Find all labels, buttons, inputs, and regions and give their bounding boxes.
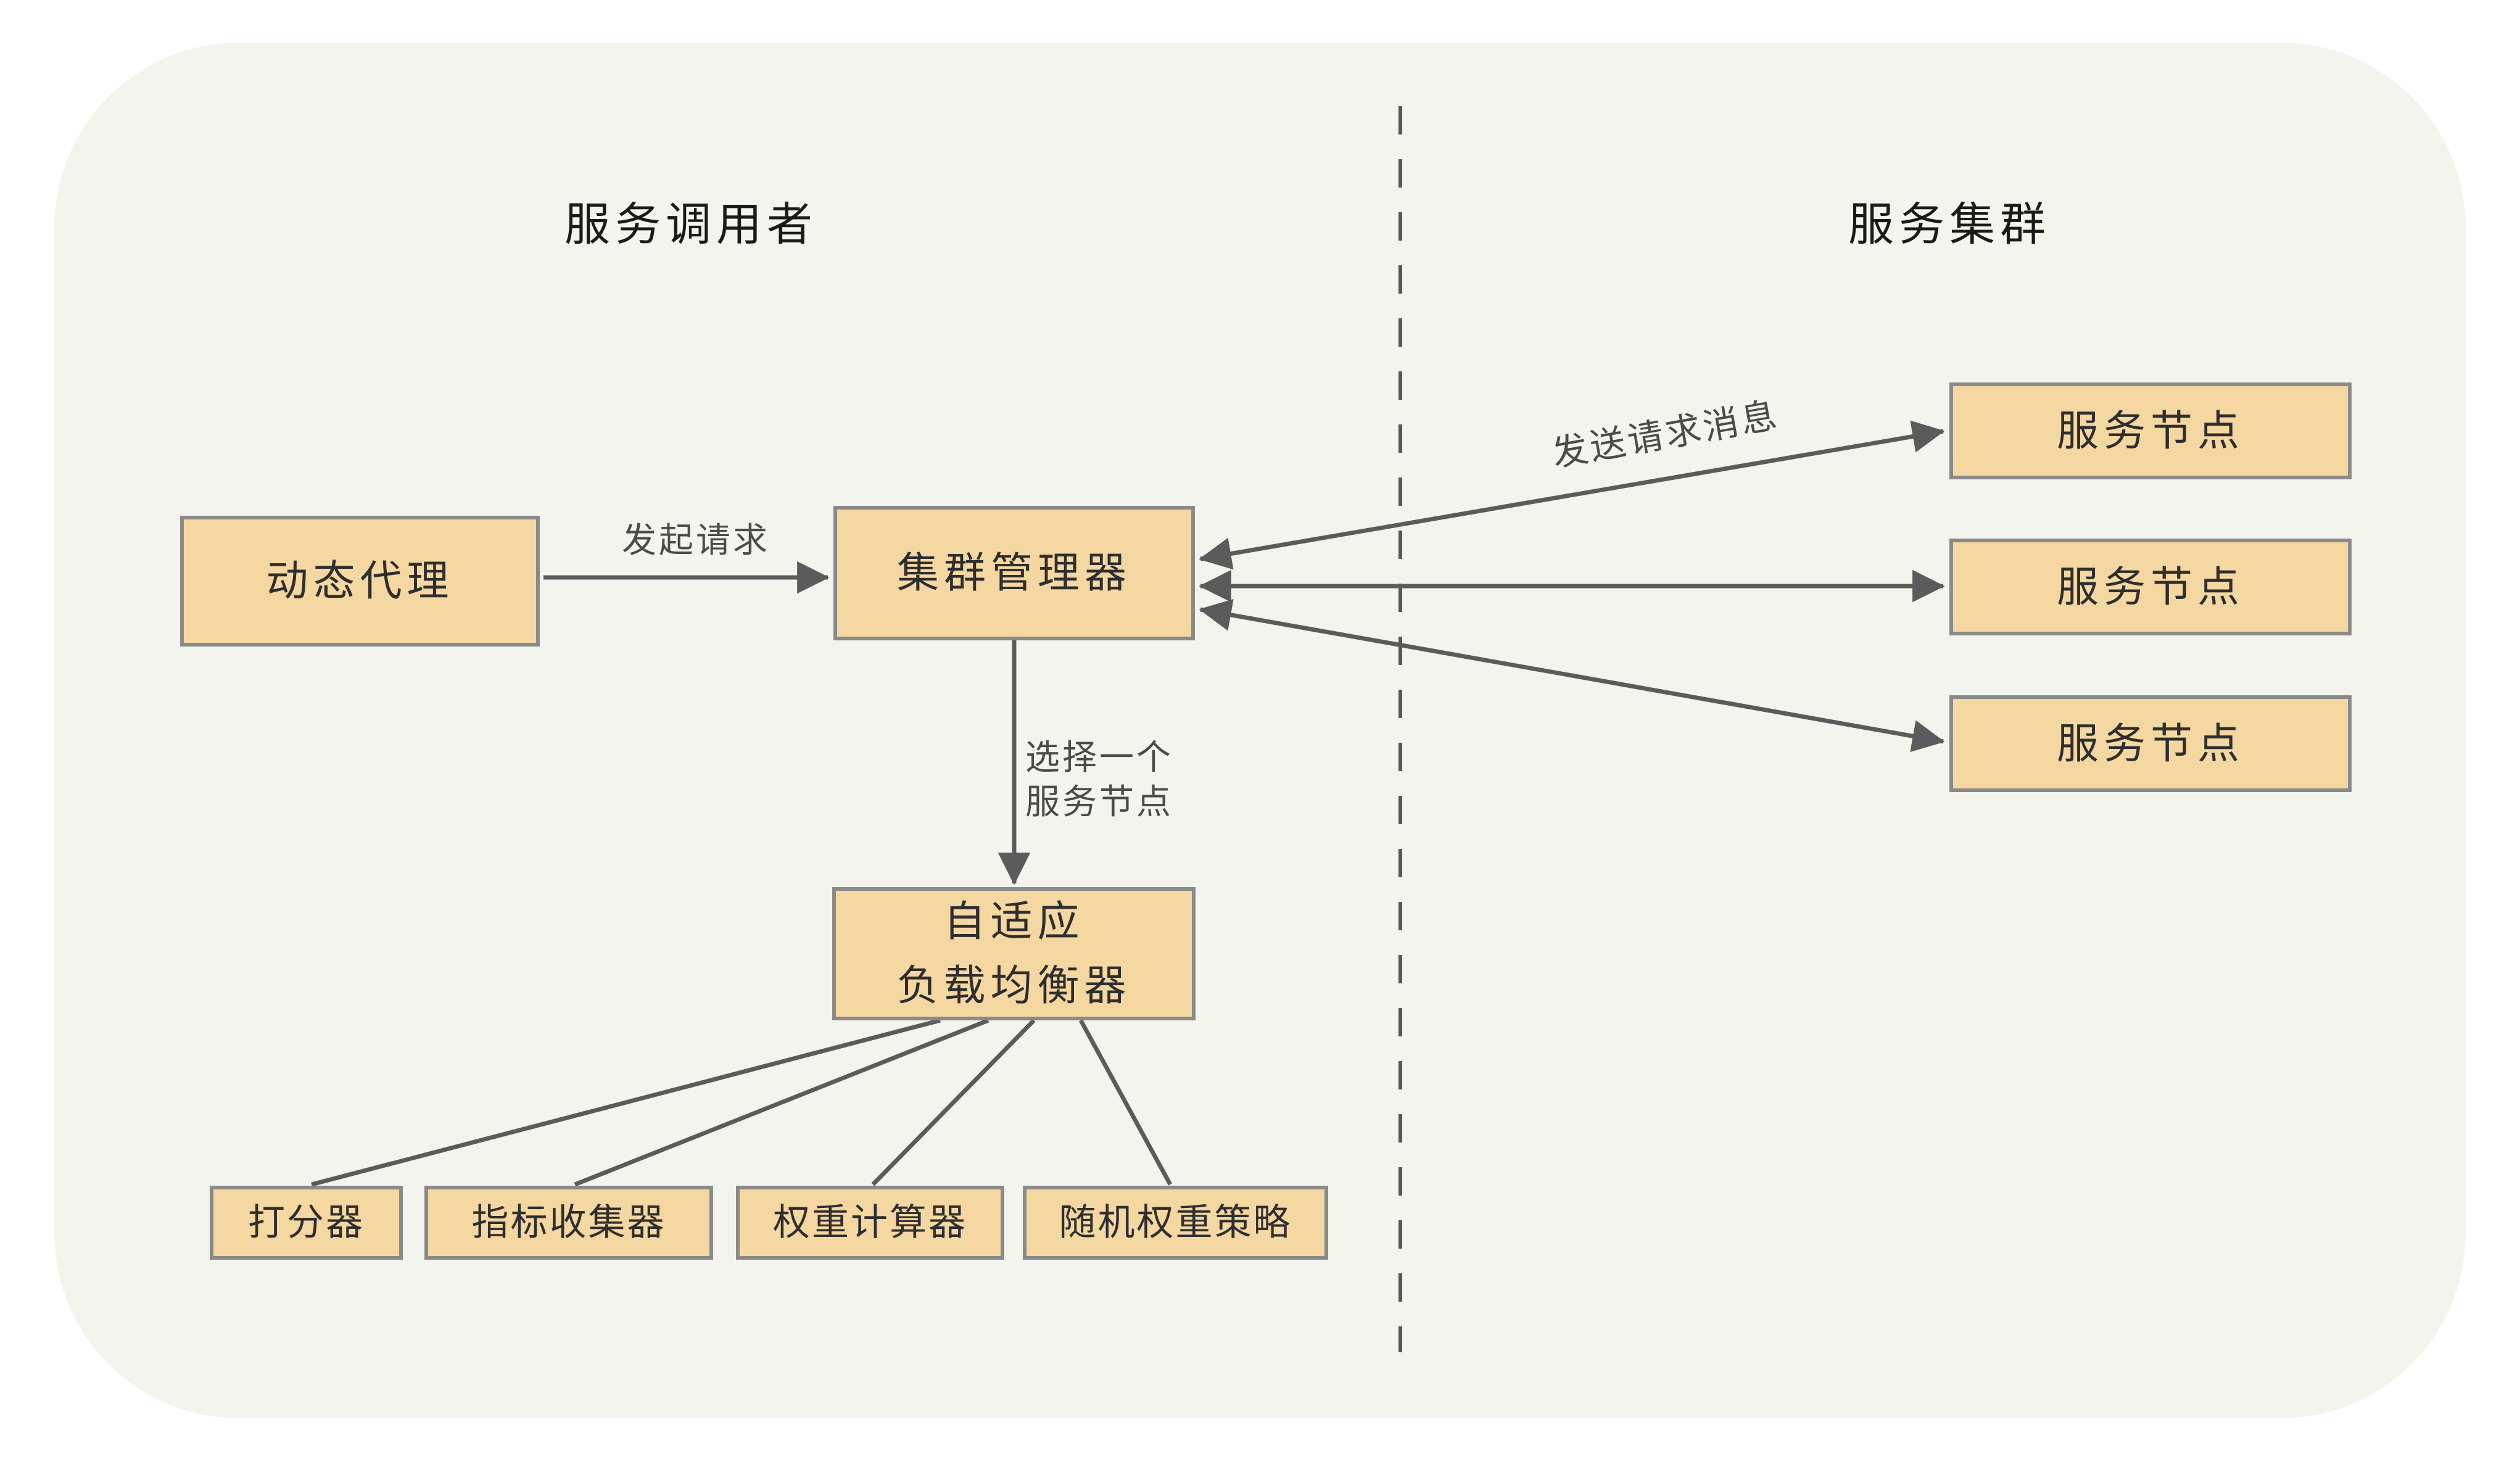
edge-lb-metric-collector-line: [574, 1018, 989, 1187]
box-cluster-manager: 集群管理器: [833, 506, 1195, 640]
edge-lb-weight-calculator-line: [871, 1019, 1036, 1186]
edge-cluster-node3-arrow: [1199, 598, 1945, 753]
box-scorer-label: 打分器: [248, 1202, 365, 1243]
box-weight-calculator: 权重计算器: [736, 1186, 1004, 1260]
box-adaptive-load-balancer-label-line2: 负载均衡器: [896, 962, 1131, 1009]
box-metric-collector-label: 指标收集器: [471, 1202, 666, 1243]
box-service-node-3-label: 服务节点: [2056, 720, 2244, 767]
edge-lb-scorer-line: [311, 1018, 941, 1187]
box-adaptive-load-balancer: 自适应 负载均衡器: [832, 887, 1196, 1020]
box-service-node-2: 服务节点: [1949, 539, 2352, 635]
box-dynamic-proxy-label: 动态代理: [266, 558, 454, 605]
left-section-title: 服务调用者: [564, 199, 817, 250]
box-service-node-1-label: 服务节点: [2056, 407, 2244, 455]
edge-label-initiate-request: 发起请求: [622, 521, 770, 560]
box-adaptive-load-balancer-label-line1: 自适应: [943, 898, 1084, 945]
edge-send-request-node1-arrow: [1199, 420, 1945, 570]
right-section-title: 服务集群: [1848, 199, 2051, 250]
edge-label-select-one-node-line2: 服务节点: [1025, 782, 1173, 821]
edge-label-select-one-node: 选择一个 服务节点: [1025, 735, 1173, 824]
box-random-weight-strategy-label: 随机权重策略: [1059, 1202, 1292, 1243]
box-random-weight-strategy: 随机权重策略: [1023, 1186, 1328, 1260]
box-service-node-2-label: 服务节点: [2056, 563, 2244, 611]
edge-label-select-one-node-line1: 选择一个: [1025, 738, 1173, 777]
box-metric-collector: 指标收集器: [424, 1186, 713, 1260]
edge-lb-random-strategy-line: [1078, 1019, 1173, 1186]
box-weight-calculator-label: 权重计算器: [773, 1202, 967, 1243]
box-service-node-1: 服务节点: [1949, 382, 2352, 479]
box-scorer: 打分器: [210, 1186, 403, 1260]
box-cluster-manager-label: 集群管理器: [896, 550, 1131, 597]
box-service-node-3: 服务节点: [1949, 695, 2352, 792]
box-dynamic-proxy: 动态代理: [180, 516, 540, 647]
